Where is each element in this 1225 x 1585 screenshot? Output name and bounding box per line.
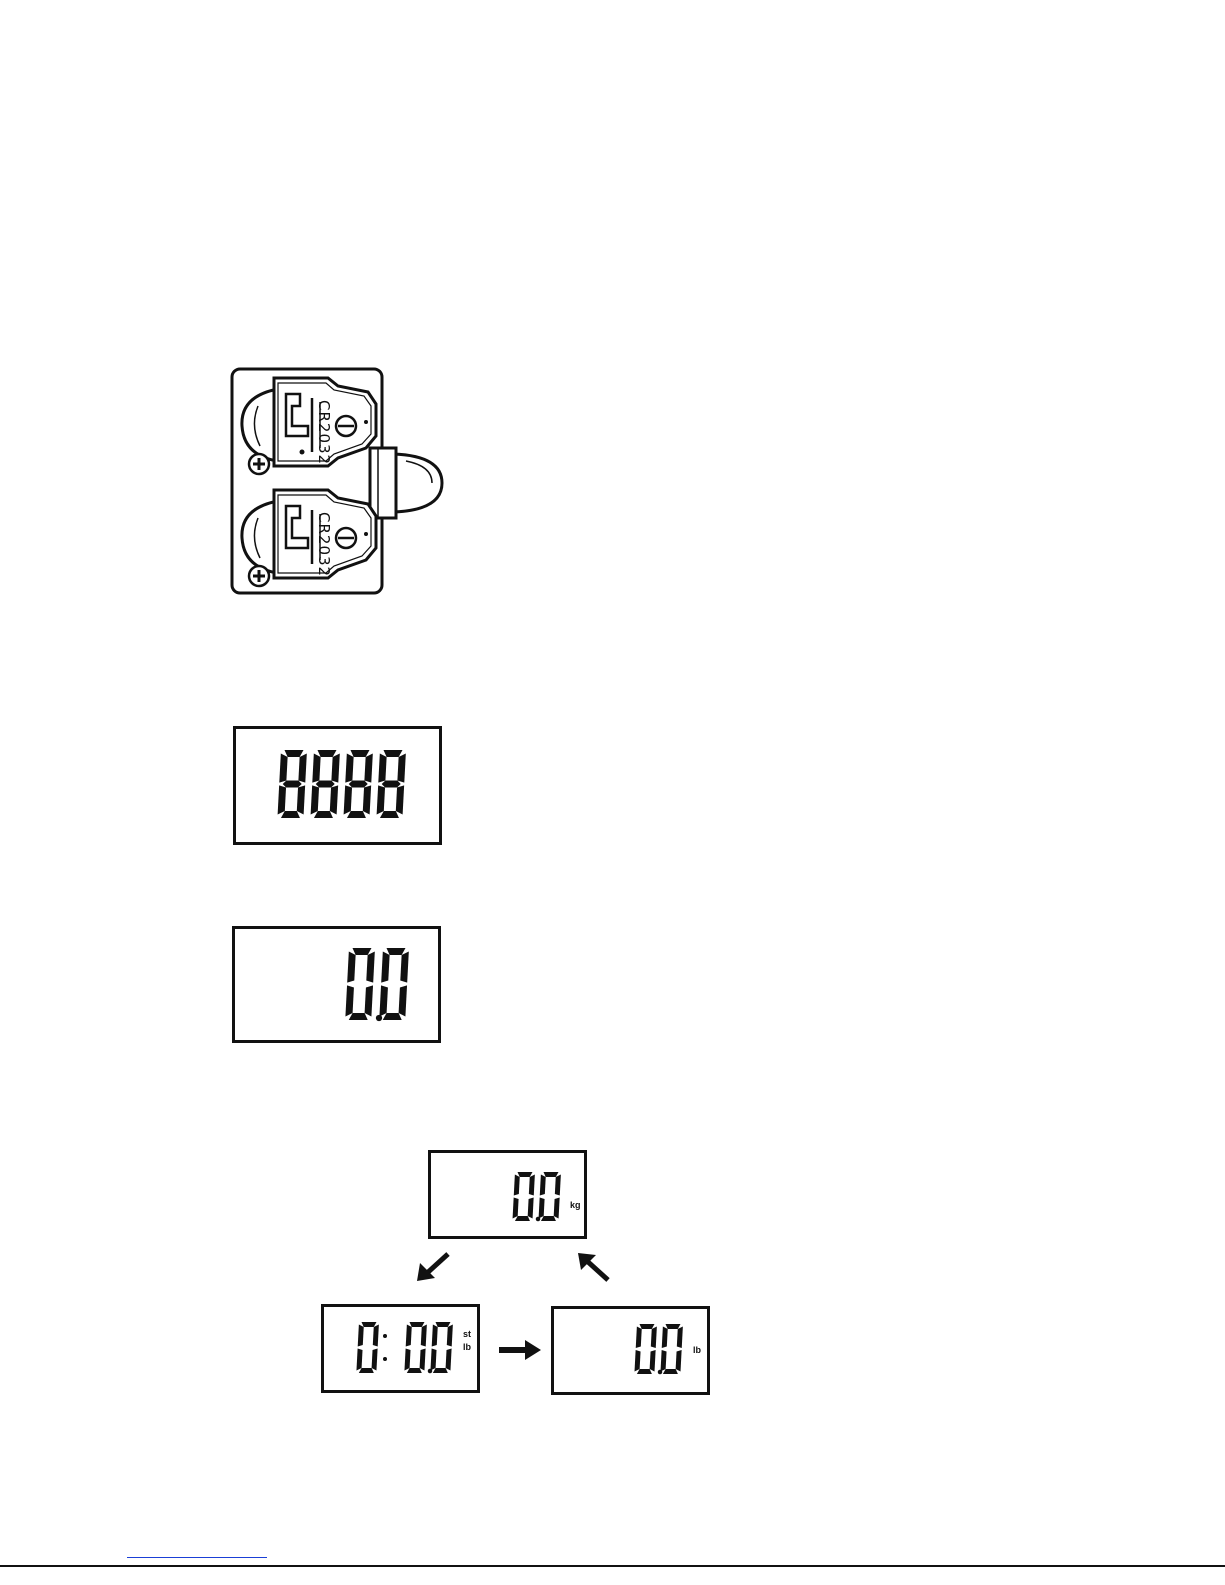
unit-lb: lb — [693, 1345, 702, 1355]
lcd-lb: lb — [551, 1306, 711, 1396]
arrow-right-icon — [497, 1338, 543, 1362]
battery-label-2: CR2032 — [315, 512, 333, 577]
lcd-kg: kg — [428, 1150, 588, 1240]
lcd-decimal-point — [376, 1015, 382, 1021]
battery-compartment: CR2032 CR2032 — [228, 366, 458, 598]
stone-separator-dot — [383, 1334, 387, 1338]
lcd-segment-g — [349, 781, 368, 788]
plus-icon — [249, 566, 269, 586]
sensor-knob — [370, 448, 442, 518]
unit-st: st — [463, 1329, 471, 1339]
lcd-segment-g — [316, 781, 335, 788]
unit-lb: lb — [463, 1342, 472, 1352]
arrow-down-left-icon — [414, 1250, 454, 1284]
stone-separator-dot — [383, 1357, 387, 1361]
footer-rule — [0, 1565, 1225, 1567]
battery-label-1: CR2032 — [315, 400, 333, 465]
unit-kg: kg — [570, 1200, 581, 1210]
lcd-self-test — [233, 726, 443, 846]
arrow-up-left-icon — [574, 1250, 614, 1284]
footer-link-underline[interactable] — [127, 1557, 267, 1558]
plus-icon — [249, 454, 269, 474]
lcd-segment-g — [382, 781, 401, 788]
lcd-st-lb: st lb — [321, 1304, 481, 1394]
lcd-zero — [232, 926, 442, 1044]
lcd-segment-g — [283, 781, 302, 788]
